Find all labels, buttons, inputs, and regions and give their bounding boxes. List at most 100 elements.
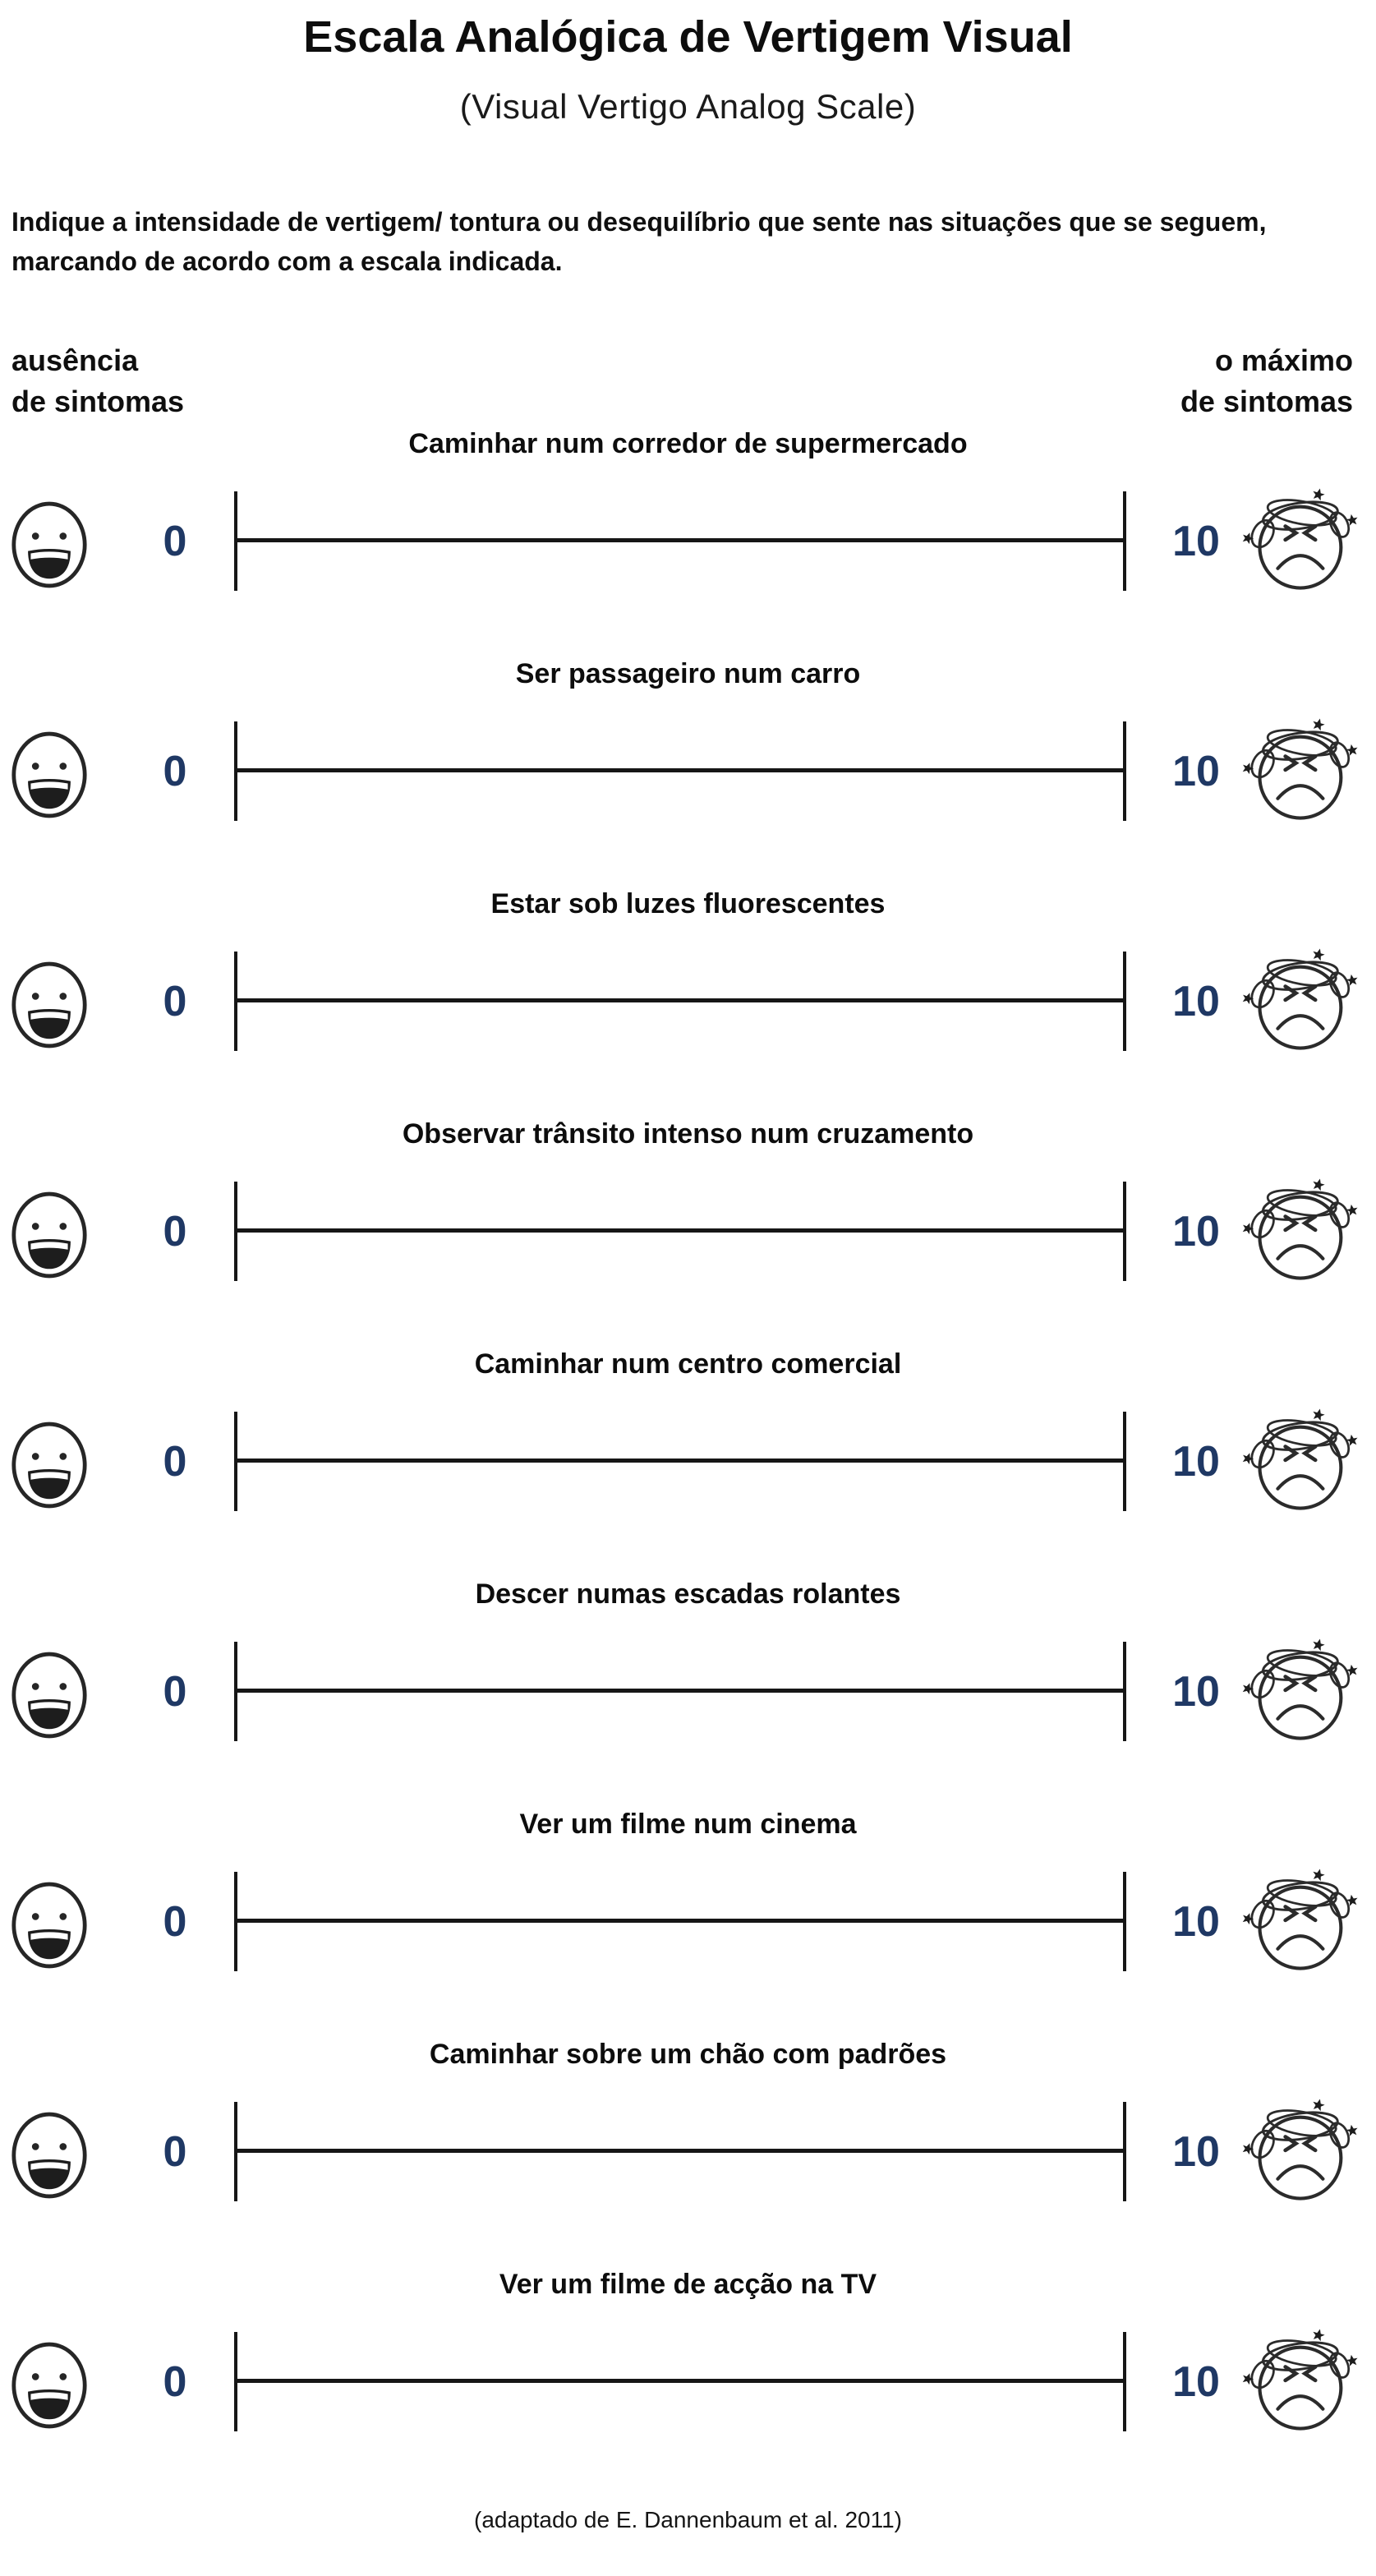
- vas-scale: 0 10: [0, 1861, 1376, 1976]
- situation-title: Caminhar num centro comercial: [474, 1348, 902, 1380]
- scale-min-label: 0: [163, 747, 187, 795]
- vas-row: Caminhar num centro comercial 0 10: [0, 1343, 1376, 1574]
- scale-line: [234, 1228, 1126, 1233]
- scale-line: [234, 538, 1126, 543]
- scale-max-label: 10: [1172, 1437, 1220, 1486]
- scale-end-tick: [1123, 1411, 1126, 1511]
- vas-scale: 0 10: [0, 711, 1376, 826]
- anchor-no-symptoms: ausência de sintomas: [12, 340, 184, 423]
- anchor-no-symptoms-line1: ausência: [12, 343, 139, 377]
- scale-min-label: 0: [163, 977, 187, 1025]
- situation-title: Ver um filme num cinema: [519, 1808, 857, 1840]
- scale-line: [234, 768, 1126, 773]
- happy-face-icon: [10, 2111, 89, 2200]
- scale-min-label: 0: [163, 2127, 187, 2176]
- situation-title: Ser passageiro num carro: [515, 657, 861, 689]
- situation-title: Caminhar num corredor de supermercado: [408, 427, 968, 459]
- dizzy-face-icon: [1239, 486, 1360, 592]
- scale-min-label: 0: [163, 1897, 187, 1946]
- page-title: Escala Analógica de Vertigem Visual: [303, 12, 1073, 62]
- scale-end-tick: [1123, 1871, 1126, 1971]
- page-subtitle: (Visual Vertigo Analog Scale): [459, 87, 917, 126]
- vas-line: [234, 491, 1126, 591]
- dizzy-face-icon: [1239, 2096, 1360, 2203]
- vas-row: Caminhar num corredor de supermercado 0 …: [0, 423, 1376, 653]
- scale-max-label: 10: [1172, 1667, 1220, 1716]
- scale-line: [234, 1919, 1126, 1924]
- vas-row: Descer numas escadas rolantes 0 10: [0, 1574, 1376, 1804]
- happy-face-icon: [10, 2341, 89, 2430]
- situation-title: Descer numas escadas rolantes: [475, 1578, 901, 1610]
- scale-max-label: 10: [1172, 517, 1220, 565]
- scale-end-tick: [1123, 721, 1126, 821]
- dizzy-face-icon: [1239, 1176, 1360, 1283]
- scale-line: [234, 998, 1126, 1003]
- vas-scale: 0 10: [0, 1171, 1376, 1286]
- scale-line: [234, 1459, 1126, 1463]
- situation-title: Caminhar sobre um chão com padrões: [429, 2038, 947, 2070]
- dizzy-face-icon: [1239, 2326, 1360, 2433]
- scale-max-label: 10: [1172, 1207, 1220, 1256]
- happy-face-icon: [10, 730, 89, 819]
- scale-max-label: 10: [1172, 747, 1220, 795]
- scale-max-label: 10: [1172, 977, 1220, 1025]
- scale-end-tick: [1123, 1181, 1126, 1281]
- scale-end-tick: [1123, 491, 1126, 591]
- attribution-text: (adaptado de E. Dannenbaum et al. 2011): [474, 2506, 902, 2532]
- vas-line: [234, 2331, 1126, 2431]
- vas-scale: 0 10: [0, 2321, 1376, 2436]
- happy-face-icon: [10, 1651, 89, 1740]
- vas-scale: 0 10: [0, 1401, 1376, 1516]
- dizzy-face-icon: [1239, 946, 1360, 1053]
- vas-row: Ver um filme de acção na TV 0 10: [0, 2264, 1376, 2494]
- vas-line: [234, 951, 1126, 1051]
- vas-row: Estar sob luzes fluorescentes 0 10: [0, 883, 1376, 1113]
- vas-line: [234, 721, 1126, 821]
- scale-line: [234, 2149, 1126, 2154]
- vas-line: [234, 1181, 1126, 1281]
- vas-row: Caminhar sobre um chão com padrões 0 10: [0, 2034, 1376, 2264]
- happy-face-icon: [10, 1421, 89, 1509]
- scale-anchors: ausência de sintomas o máximo de sintoma…: [0, 340, 1376, 423]
- dizzy-face-icon: [1239, 716, 1360, 823]
- vas-scale: 0 10: [0, 1631, 1376, 1746]
- scale-min-label: 0: [163, 1207, 187, 1256]
- scale-end-tick: [1123, 1641, 1126, 1741]
- vas-row: Observar trânsito intenso num cruzamento…: [0, 1113, 1376, 1343]
- happy-face-icon: [10, 1881, 89, 1970]
- scale-min-label: 0: [163, 517, 187, 565]
- situation-title: Estar sob luzes fluorescentes: [490, 887, 886, 919]
- vas-row: Ver um filme num cinema 0 10: [0, 1804, 1376, 2034]
- happy-face-icon: [10, 1191, 89, 1279]
- scale-min-label: 0: [163, 2357, 187, 2406]
- anchor-max-symptoms-line1: o máximo: [1214, 343, 1353, 377]
- scale-max-label: 10: [1172, 2357, 1220, 2406]
- scale-min-label: 0: [163, 1437, 187, 1486]
- scale-end-tick: [1123, 2101, 1126, 2201]
- scale-end-tick: [1123, 951, 1126, 1051]
- anchor-max-symptoms: o máximo de sintomas: [1180, 340, 1353, 423]
- happy-face-icon: [10, 961, 89, 1049]
- vas-scale: 0 10: [0, 941, 1376, 1056]
- vas-row: Ser passageiro num carro 0 10: [0, 653, 1376, 883]
- dizzy-face-icon: [1239, 1636, 1360, 1743]
- situation-title: Ver um filme de acção na TV: [499, 2268, 877, 2300]
- dizzy-face-icon: [1239, 1406, 1360, 1513]
- scale-min-label: 0: [163, 1667, 187, 1716]
- vas-line: [234, 1641, 1126, 1741]
- vas-line: [234, 1871, 1126, 1971]
- vas-scale: 0 10: [0, 2091, 1376, 2206]
- scale-line: [234, 1689, 1126, 1694]
- vas-rows: Caminhar num corredor de supermercado 0 …: [0, 423, 1376, 2494]
- anchor-max-symptoms-line2: de sintomas: [1180, 385, 1353, 419]
- scale-max-label: 10: [1172, 1897, 1220, 1946]
- instructions-text: Indique a intensidade de vertigem/ tontu…: [12, 207, 1267, 276]
- happy-face-icon: [10, 500, 89, 589]
- dizzy-face-icon: [1239, 1866, 1360, 1973]
- scale-max-label: 10: [1172, 2127, 1220, 2176]
- vas-line: [234, 2101, 1126, 2201]
- vas-line: [234, 1411, 1126, 1511]
- anchor-no-symptoms-line2: de sintomas: [12, 385, 185, 419]
- situation-title: Observar trânsito intenso num cruzamento: [402, 1117, 974, 1150]
- scale-end-tick: [1123, 2331, 1126, 2431]
